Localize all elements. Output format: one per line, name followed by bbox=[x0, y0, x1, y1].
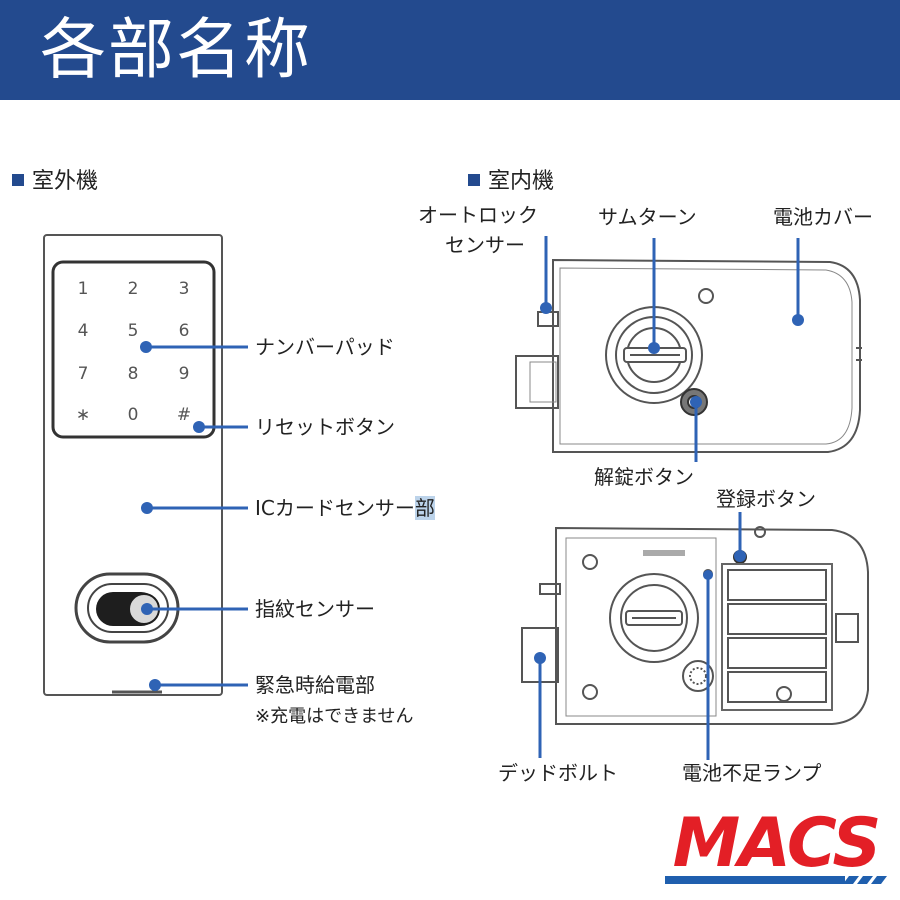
emergency-note: ※充電はできません bbox=[255, 706, 414, 727]
auto-lock-sensor-label-line1: オートロック bbox=[418, 203, 538, 227]
battery-cover-label: 電池カバー bbox=[773, 205, 873, 229]
unlock-button-label: 解錠ボタン bbox=[594, 465, 694, 489]
fingerprint-sensor-label: 指紋センサー bbox=[255, 597, 375, 621]
indoor-unit-top-illustration bbox=[515, 258, 862, 453]
logo-text: MACS bbox=[672, 804, 882, 883]
keypad-key: 8 bbox=[128, 364, 139, 384]
outdoor-section-label: 室外機 bbox=[12, 163, 98, 195]
deadbolt-label: デッドボルト bbox=[498, 761, 618, 785]
reset-button-label: リセットボタン bbox=[255, 415, 395, 439]
title-banner: 各部名称 bbox=[0, 0, 900, 100]
keypad-key: 9 bbox=[179, 364, 190, 384]
indoor-unit-open-illustration bbox=[521, 526, 869, 725]
ic-card-sensor-text: ICカードセンサー bbox=[255, 496, 415, 520]
page-title: 各部名称 bbox=[40, 11, 312, 88]
ic-card-sensor-suffix: 部 bbox=[414, 496, 435, 520]
keypad-key: 0 bbox=[128, 405, 139, 425]
keypad-key: 1 bbox=[78, 279, 89, 299]
thumb-turn-label: サムターン bbox=[598, 205, 697, 229]
outdoor-leader-lines bbox=[140, 341, 248, 691]
logo-stripe bbox=[665, 876, 887, 884]
low-battery-lamp-label: 電池不足ランプ bbox=[682, 761, 822, 785]
keypad-key: 7 bbox=[78, 364, 89, 384]
keypad-key: 6 bbox=[179, 321, 190, 341]
keypad-key: 4 bbox=[78, 321, 89, 341]
keypad-key: # bbox=[177, 405, 191, 425]
indoor-section-label: 室内機 bbox=[468, 163, 554, 195]
ic-card-sensor-label: ICカードセンサー部 bbox=[255, 495, 435, 521]
outdoor-unit-illustration bbox=[43, 234, 223, 696]
square-bullet-icon bbox=[12, 174, 24, 186]
emergency-power-label: 緊急時給電部 bbox=[255, 673, 375, 697]
indoor-leader-lines bbox=[534, 236, 804, 760]
keypad-key: 3 bbox=[179, 279, 190, 299]
keypad-key: 5 bbox=[128, 321, 139, 341]
indoor-section-text: 室内機 bbox=[488, 169, 555, 194]
keypad-key: ∗ bbox=[76, 405, 90, 425]
outdoor-section-text: 室外機 bbox=[32, 169, 99, 194]
keypad-key: 2 bbox=[128, 279, 139, 299]
number-keypad: 1 2 3 4 5 6 7 8 9 ∗ 0 # bbox=[76, 279, 191, 425]
auto-lock-sensor-label-line2: センサー bbox=[445, 233, 525, 257]
register-button-label: 登録ボタン bbox=[716, 487, 816, 511]
square-bullet-icon bbox=[468, 174, 480, 186]
number-pad-label: ナンバーパッド bbox=[255, 335, 395, 359]
